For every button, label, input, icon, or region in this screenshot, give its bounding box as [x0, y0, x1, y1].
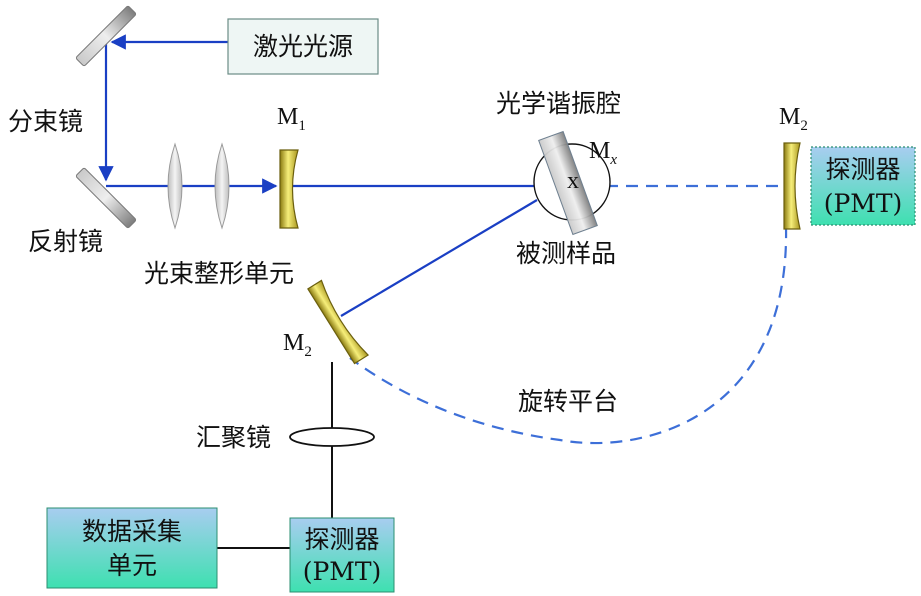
sample-x-mark: x	[567, 168, 579, 194]
optical-cavity-label: 光学谐振腔	[496, 89, 621, 118]
laser-source-label: 激光光源	[253, 32, 353, 61]
detector-top-box	[810, 146, 916, 226]
sample-plate	[538, 130, 598, 236]
beam-splitter-mirror	[75, 5, 137, 67]
detector-top-line2: (PMT)	[824, 189, 903, 218]
daq-line1: 数据采集	[82, 517, 182, 546]
detector-bottom-line2: (PMT)	[303, 557, 382, 586]
detector-bottom-line1: 探测器	[304, 525, 379, 554]
condenser-lens	[289, 427, 375, 447]
beam-sample-to-m2	[340, 199, 538, 317]
shaping-lens-2	[214, 142, 230, 230]
m1-label: M1	[277, 104, 306, 134]
rotation-stage-arc	[349, 225, 788, 445]
m2-top-mirror	[783, 142, 801, 230]
m2-lower-label: M2	[283, 330, 312, 360]
beam-shaping-label: 光束整形单元	[144, 259, 294, 288]
detector-top-line1: 探测器	[825, 155, 900, 184]
reflector-label: 反射镜	[28, 227, 103, 256]
sample-label: 被测样品	[516, 239, 616, 268]
m1-mirror	[279, 149, 299, 229]
condenser-label: 汇聚镜	[196, 423, 271, 452]
rotating-stage-label: 旋转平台	[518, 387, 618, 416]
m2-top-label: M2	[779, 104, 808, 134]
daq-box	[46, 507, 218, 589]
reflector-mirror	[75, 167, 137, 229]
beam-splitter-label: 分束镜	[8, 107, 83, 136]
shaping-lens-1	[167, 142, 183, 230]
daq-line2: 单元	[107, 551, 157, 580]
m2-lower-mirror	[307, 279, 370, 365]
mx-label: Mx	[589, 138, 617, 168]
laser-source-box	[227, 18, 379, 75]
detector-bottom-box	[289, 517, 395, 593]
